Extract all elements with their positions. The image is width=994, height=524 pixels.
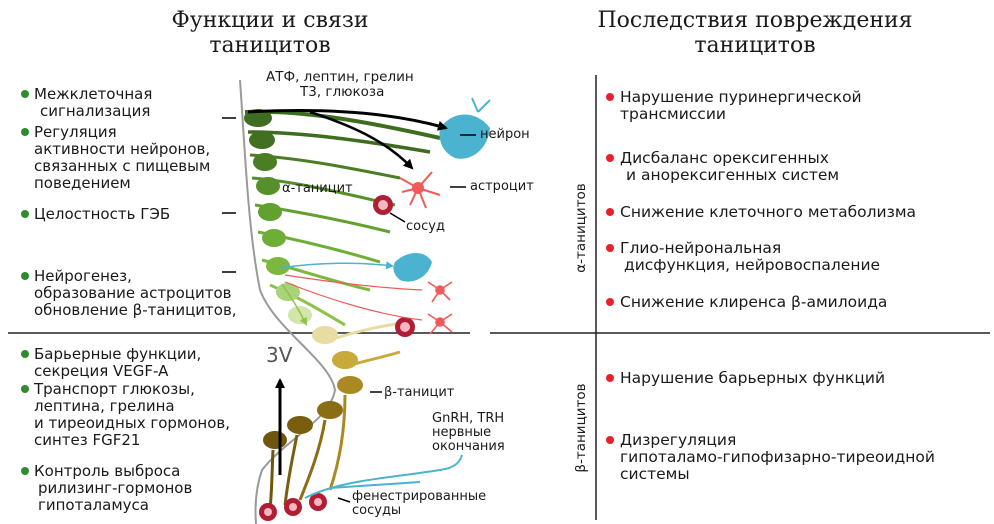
- neuron-label: нейрон: [480, 128, 530, 142]
- bullet-dot: [606, 93, 614, 101]
- bullet-dot: [606, 436, 614, 444]
- ventricle-label: 3V: [266, 344, 292, 366]
- bullet-dot: [21, 467, 29, 475]
- alpha-function-bbb: Целостность ГЭБ: [34, 206, 170, 223]
- astrocyte-2: [428, 282, 452, 302]
- fenestrated-vessels: [259, 493, 327, 521]
- bullet-dot: [606, 244, 614, 252]
- beta-function-barrier: Барьерные функции,секреция VEGF-A: [34, 346, 201, 380]
- alpha-tanycytes: [244, 109, 440, 325]
- signals-label-2: Т3, глюкоза: [300, 85, 384, 99]
- alpha-tanycyte-label: α-таницит: [282, 182, 353, 196]
- signals-label-1: АТФ, лептин, грелин: [266, 70, 414, 84]
- vessel-2: [395, 317, 415, 337]
- beta-function-transport: Транспорт глюкозы,лептина, грелина и тир…: [34, 381, 230, 449]
- alpha-consequence-metabolism: Снижение клеточного метаболизма: [620, 204, 916, 221]
- beta-consequence-barrier: Нарушение барьерных функций: [620, 370, 885, 387]
- bullet-dot: [21, 385, 29, 393]
- astrocyte-main: [400, 172, 440, 208]
- bullet-dot: [21, 128, 29, 136]
- alpha-consequence-amyloid: Снижение клиренса β-амилоида: [620, 294, 887, 311]
- bullet-dot: [21, 210, 29, 218]
- bullet-dot: [606, 208, 614, 216]
- alpha-section-label: α-таницитов: [573, 178, 589, 278]
- bullet-dot: [606, 298, 614, 306]
- astrocyte-3: [428, 314, 452, 334]
- astrocyte-label: астроцит: [470, 180, 534, 194]
- beta-tanycyte-label: β-таницит: [384, 386, 454, 400]
- beta-section-label: β-таницитов: [573, 378, 589, 478]
- alpha-function-neurogenesis: Нейрогенез,образование астроцитов обновл…: [34, 268, 237, 319]
- bullet-dot: [21, 90, 29, 98]
- neuron-cell-2: [393, 253, 432, 282]
- vessel-main: [373, 195, 393, 215]
- bullet-dot: [606, 374, 614, 382]
- bullet-dot: [21, 350, 29, 358]
- bullet-dot: [606, 154, 614, 162]
- vessel-label: сосуд: [406, 220, 445, 234]
- neurogenesis-arrow-neuron: [280, 263, 392, 268]
- bullet-dot: [21, 272, 29, 280]
